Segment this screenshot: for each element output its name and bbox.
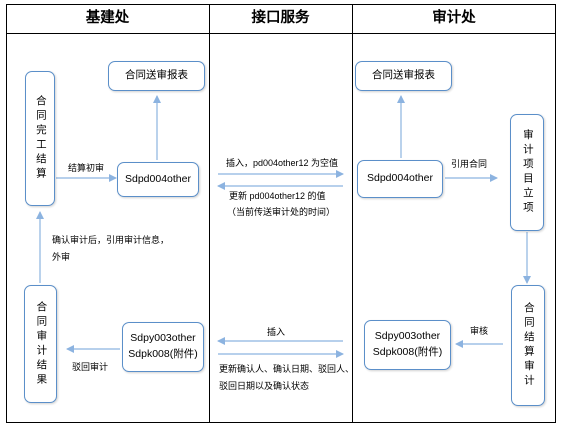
update-confirm-label-line2: 驳回日期以及确认状态 xyxy=(219,381,310,391)
sdpy-sdpk-box-right: Sdpy003other Sdpk008(附件) xyxy=(364,320,451,370)
update-confirm-label-line1: 更新确认人、确认日期、驳回人、 xyxy=(219,364,355,374)
reject-audit-label: 驳回审计 xyxy=(72,362,109,372)
confirm-audit-label-line1: 确认审计后，引用审计信息， xyxy=(52,235,170,245)
sdpk008-text-left: Sdpk008(附件) xyxy=(128,348,198,360)
contract-complete-settle-box: 合同完工结算 xyxy=(25,71,55,206)
lane-title-infrastructure: 基建处 xyxy=(85,10,130,26)
update-pd004-label-line2: （当前传送审计处的时间） xyxy=(227,207,336,217)
sdpy003other-text-right: Sdpy003other xyxy=(374,330,441,343)
sdpy-sdpk-box-left: Sdpy003other Sdpk008(附件) xyxy=(122,322,204,372)
insert-label: 插入 xyxy=(267,327,286,337)
contract-settle-audit-box: 合同结算审计 xyxy=(511,285,545,406)
contract-report-box-right: 合同送审报表 xyxy=(355,61,452,91)
diagram-frame xyxy=(6,4,556,423)
lane-title-audit: 审计处 xyxy=(432,10,476,26)
sdpd004other-box-left: Sdpd004other xyxy=(117,162,199,197)
contract-report-box-left: 合同送审报表 xyxy=(108,61,205,91)
header-divider xyxy=(6,33,556,34)
sdpk008-text-right: Sdpk008(附件) xyxy=(372,346,443,358)
sdpy003other-text-left: Sdpy003other xyxy=(130,332,196,345)
review-label: 审核 xyxy=(470,326,489,336)
lane-title-interface-service: 接口服务 xyxy=(251,10,310,26)
update-pd004-label-line1: 更新 pd004other12 的值 xyxy=(229,191,326,201)
reference-contract-label: 引用合同 xyxy=(451,159,488,169)
lane-divider-right xyxy=(352,4,353,423)
audit-project-setup-box: 审计项目立项 xyxy=(510,114,544,231)
lane-divider-left xyxy=(209,4,210,423)
confirm-audit-label-line2: 外审 xyxy=(52,252,71,262)
sdpd004other-box-right: Sdpd004other xyxy=(357,160,443,198)
contract-audit-result-box: 合同审计结果 xyxy=(24,285,57,403)
insert-null-label: 插入，pd004other12 为空值 xyxy=(226,158,339,168)
settle-first-review-label: 结算初审 xyxy=(68,163,105,173)
